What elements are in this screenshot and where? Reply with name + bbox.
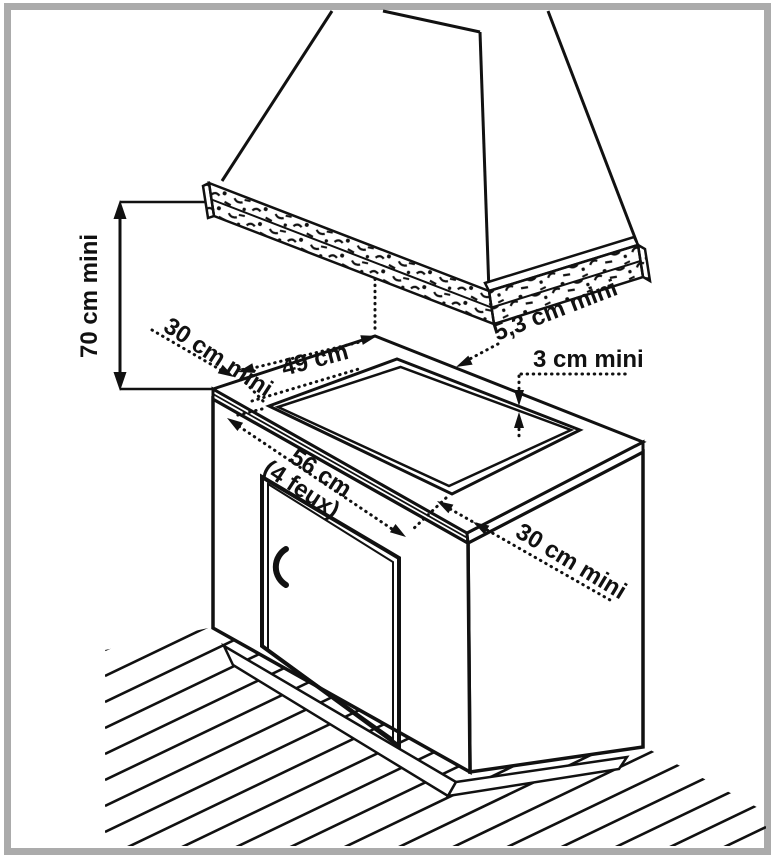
- dimension-hood-height: 70 cm mini: [76, 200, 214, 391]
- cabinet-plinth-right: [445, 755, 630, 798]
- door-handle: [272, 546, 289, 588]
- cabinet-door: [260, 473, 401, 750]
- frame-border: [4, 3, 771, 855]
- hob-rim-inner: [274, 365, 575, 488]
- hood-decorative-band: [201, 181, 652, 326]
- base-cabinet: [211, 396, 645, 798]
- hood-height-label: 70 cm mini: [76, 234, 103, 358]
- hob-cutout: [265, 357, 584, 496]
- cooker-hood: [201, 9, 652, 326]
- edge-gap-label: 3 cm mini: [533, 346, 644, 373]
- dimension-edge-gap: 3 cm mini: [514, 346, 644, 443]
- worktop: [209, 334, 647, 546]
